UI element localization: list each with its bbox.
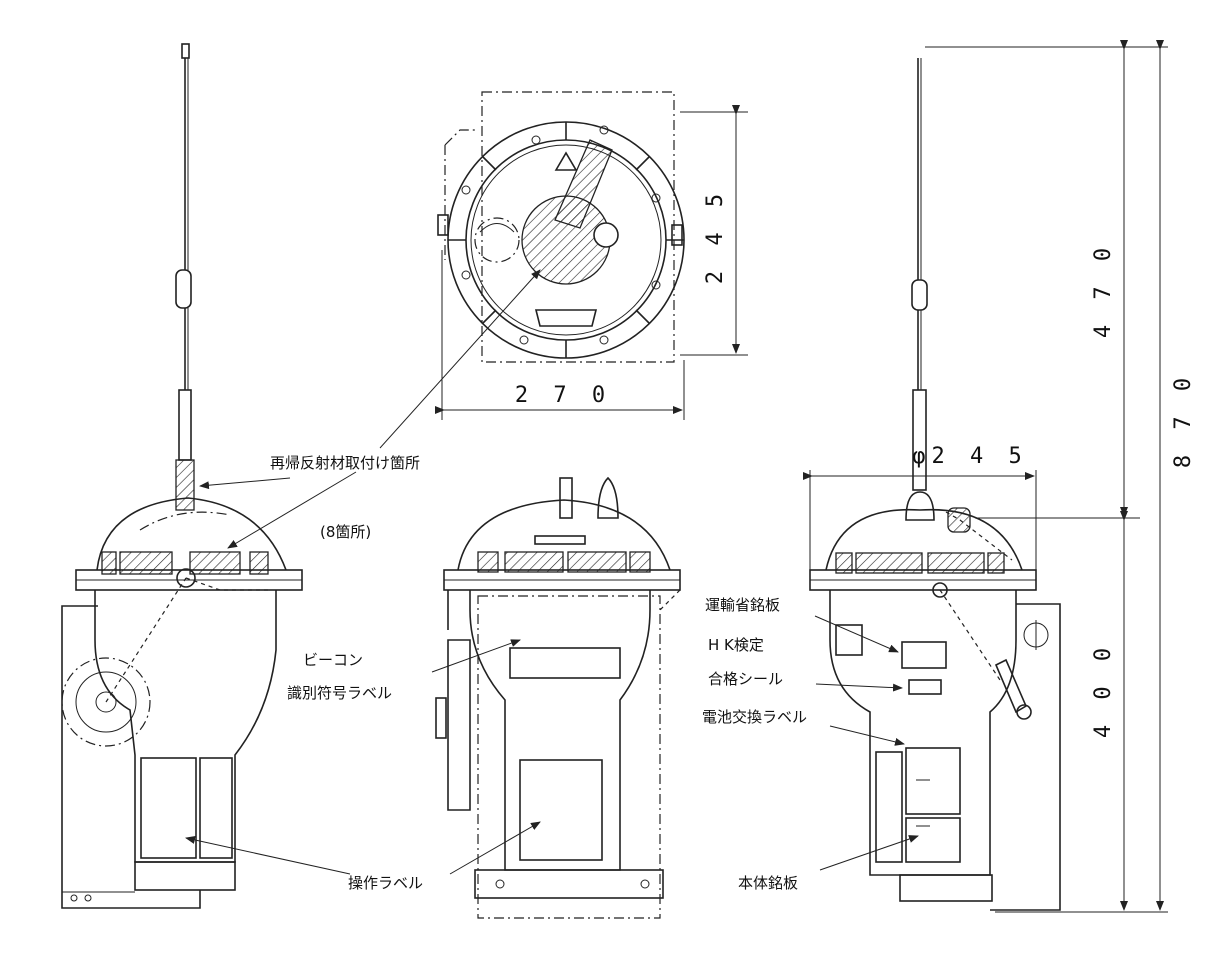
left-view	[61, 43, 303, 909]
dim-top-width: 2 7 0	[515, 383, 611, 408]
label-beacon-1: ビーコン	[303, 651, 363, 669]
label-body-plate: 本体銘板	[738, 874, 798, 892]
left-body	[94, 590, 277, 863]
top-view	[437, 91, 685, 363]
label-operation: 操作ラベル	[348, 874, 423, 892]
right-antenna	[905, 58, 935, 521]
label-hk-1: H K検定	[708, 636, 764, 654]
label-mot-plate: 運輸省銘板	[705, 596, 780, 614]
left-disc	[61, 657, 151, 747]
middle-body	[469, 590, 651, 871]
mot-plate-rect	[901, 641, 947, 669]
dimension-lines	[435, 40, 1168, 913]
dim-overall: 8 7 0	[1171, 372, 1196, 468]
right-dome	[825, 508, 1023, 571]
leader-lines	[185, 269, 919, 875]
hk-seal-rect	[908, 679, 942, 695]
label-hk-2: 合格シール	[708, 670, 783, 688]
label-retroreflector-count: (8箇所)	[320, 523, 371, 541]
right-view	[809, 58, 1061, 911]
body-plate-rect	[905, 817, 961, 863]
battery-label-rect	[905, 747, 961, 815]
dim-antenna: 4 7 0	[1091, 242, 1116, 338]
left-dome	[96, 497, 287, 571]
middle-dome	[457, 499, 671, 571]
dim-diameter: φ2 4 5	[912, 444, 1027, 469]
label-retroreflector: 再帰反射材取付け箇所	[270, 454, 420, 472]
middle-view	[435, 476, 681, 919]
dim-body: 4 0 0	[1091, 642, 1116, 738]
left-antenna	[175, 43, 195, 511]
dim-top-height: 2 4 5	[703, 188, 728, 284]
label-beacon-2: 識別符号ラベル	[287, 684, 392, 702]
label-battery: 電池交換ラベル	[702, 708, 807, 726]
